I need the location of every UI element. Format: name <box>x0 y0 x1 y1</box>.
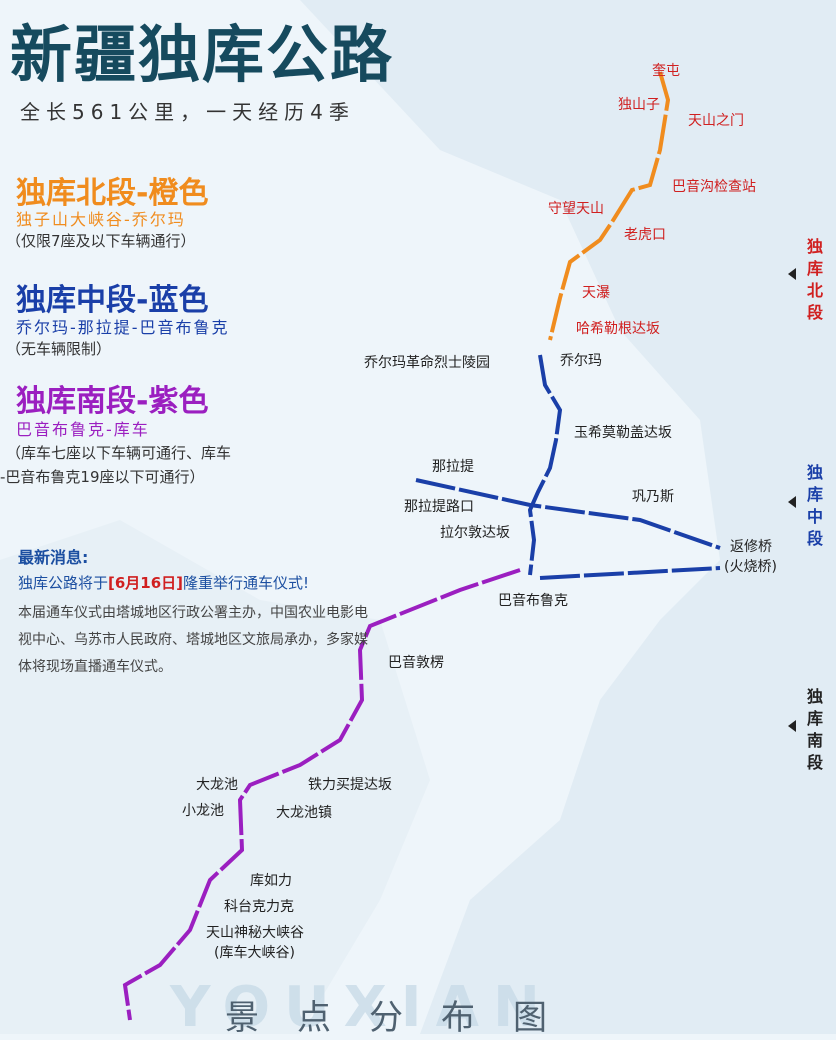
route-middle <box>415 354 721 580</box>
side-label-middle: 独库中段 <box>806 463 823 548</box>
place-bayinbuluke: 巴音布鲁克 <box>498 593 568 609</box>
news-headline: 独库公路将于[6月16日]隆重举行通车仪式! <box>18 574 310 592</box>
place-nalati-junction: 那拉提路口 <box>404 499 474 515</box>
news-date: [6月16日] <box>108 574 184 592</box>
place-canyon: 天山神秘大峡谷 <box>206 925 304 941</box>
arrow-left-icon <box>788 720 796 732</box>
place-haxilegen: 哈希勒根达坂 <box>576 321 660 337</box>
south-heading: 独库南段-紫色 <box>16 384 209 419</box>
place-tielimaiti: 铁力买提达坂 <box>308 777 392 793</box>
place-laerdun: 拉尔敦达坂 <box>440 525 510 541</box>
route-north <box>548 71 671 341</box>
place-cemetery: 乔尔玛革命烈士陵园 <box>364 355 490 371</box>
place-laohukou: 老虎口 <box>624 227 666 243</box>
place-fanxiuqiao: 返修桥 <box>730 539 772 555</box>
place-tianshan-gate: 天山之门 <box>688 113 744 129</box>
arrow-left-icon <box>788 268 796 280</box>
place-bayingou: 巴音沟检查站 <box>672 179 756 195</box>
middle-heading: 独库中段-蓝色 <box>16 283 209 318</box>
middle-note: （无车辆限制） <box>6 340 112 358</box>
middle-route: 乔尔玛-那拉提-巴音布鲁克 <box>16 318 230 337</box>
place-xiaolongchi: 小龙池 <box>182 803 224 819</box>
place-huoshaoqiao: (火烧桥) <box>724 559 777 575</box>
place-bayinsalou: 巴音敦楞 <box>388 655 444 671</box>
place-gongnaisi: 巩乃斯 <box>632 489 674 505</box>
side-label-north: 独库北段 <box>806 237 823 322</box>
south-route: 巴音布鲁克-库车 <box>16 420 150 439</box>
watermark: YOUXIAN <box>170 975 554 1040</box>
news-body: 本届通车仪式由塔城地区行政公署主办，中国农业电影电视中心、乌苏市人民政府、塔城地… <box>18 605 368 675</box>
place-dalongchi-town: 大龙池镇 <box>276 805 332 821</box>
place-canyon-alt: (库车大峡谷) <box>214 945 295 961</box>
north-heading: 独库北段-橙色 <box>16 176 209 211</box>
place-dalongchi: 大龙池 <box>196 777 238 793</box>
place-kuruli: 库如力 <box>250 873 292 889</box>
place-ketaikelike: 科台克力克 <box>224 899 294 915</box>
route-south <box>122 568 521 1021</box>
page-title: 新疆独库公路 <box>10 18 395 91</box>
north-note: （仅限7座及以下车辆通行） <box>6 232 196 250</box>
place-yuximolegai: 玉希莫勒盖达坂 <box>574 425 672 441</box>
footer-caption: 景点分布图 <box>225 998 585 1038</box>
side-label-south: 独库南段 <box>806 687 823 772</box>
south-note-1: （库车七座以下车辆可通行、库车 <box>6 444 232 462</box>
page-subtitle: 全长561公里，一天经历4季 <box>20 100 355 124</box>
south-note-2: -巴音布鲁克19座以下可通行） <box>0 468 205 486</box>
place-dushanzi: 独山子 <box>618 97 660 113</box>
place-shouwang: 守望天山 <box>548 201 604 217</box>
place-tianpu: 天瀑 <box>582 285 610 301</box>
news-heading: 最新消息: <box>18 548 89 567</box>
place-qiaoerma: 乔尔玛 <box>560 353 602 369</box>
arrow-left-icon <box>788 496 796 508</box>
place-nalati: 那拉提 <box>432 459 474 475</box>
north-route: 独子山大峡谷-乔尔玛 <box>16 210 186 229</box>
place-kuitun: 奎屯 <box>652 63 680 79</box>
